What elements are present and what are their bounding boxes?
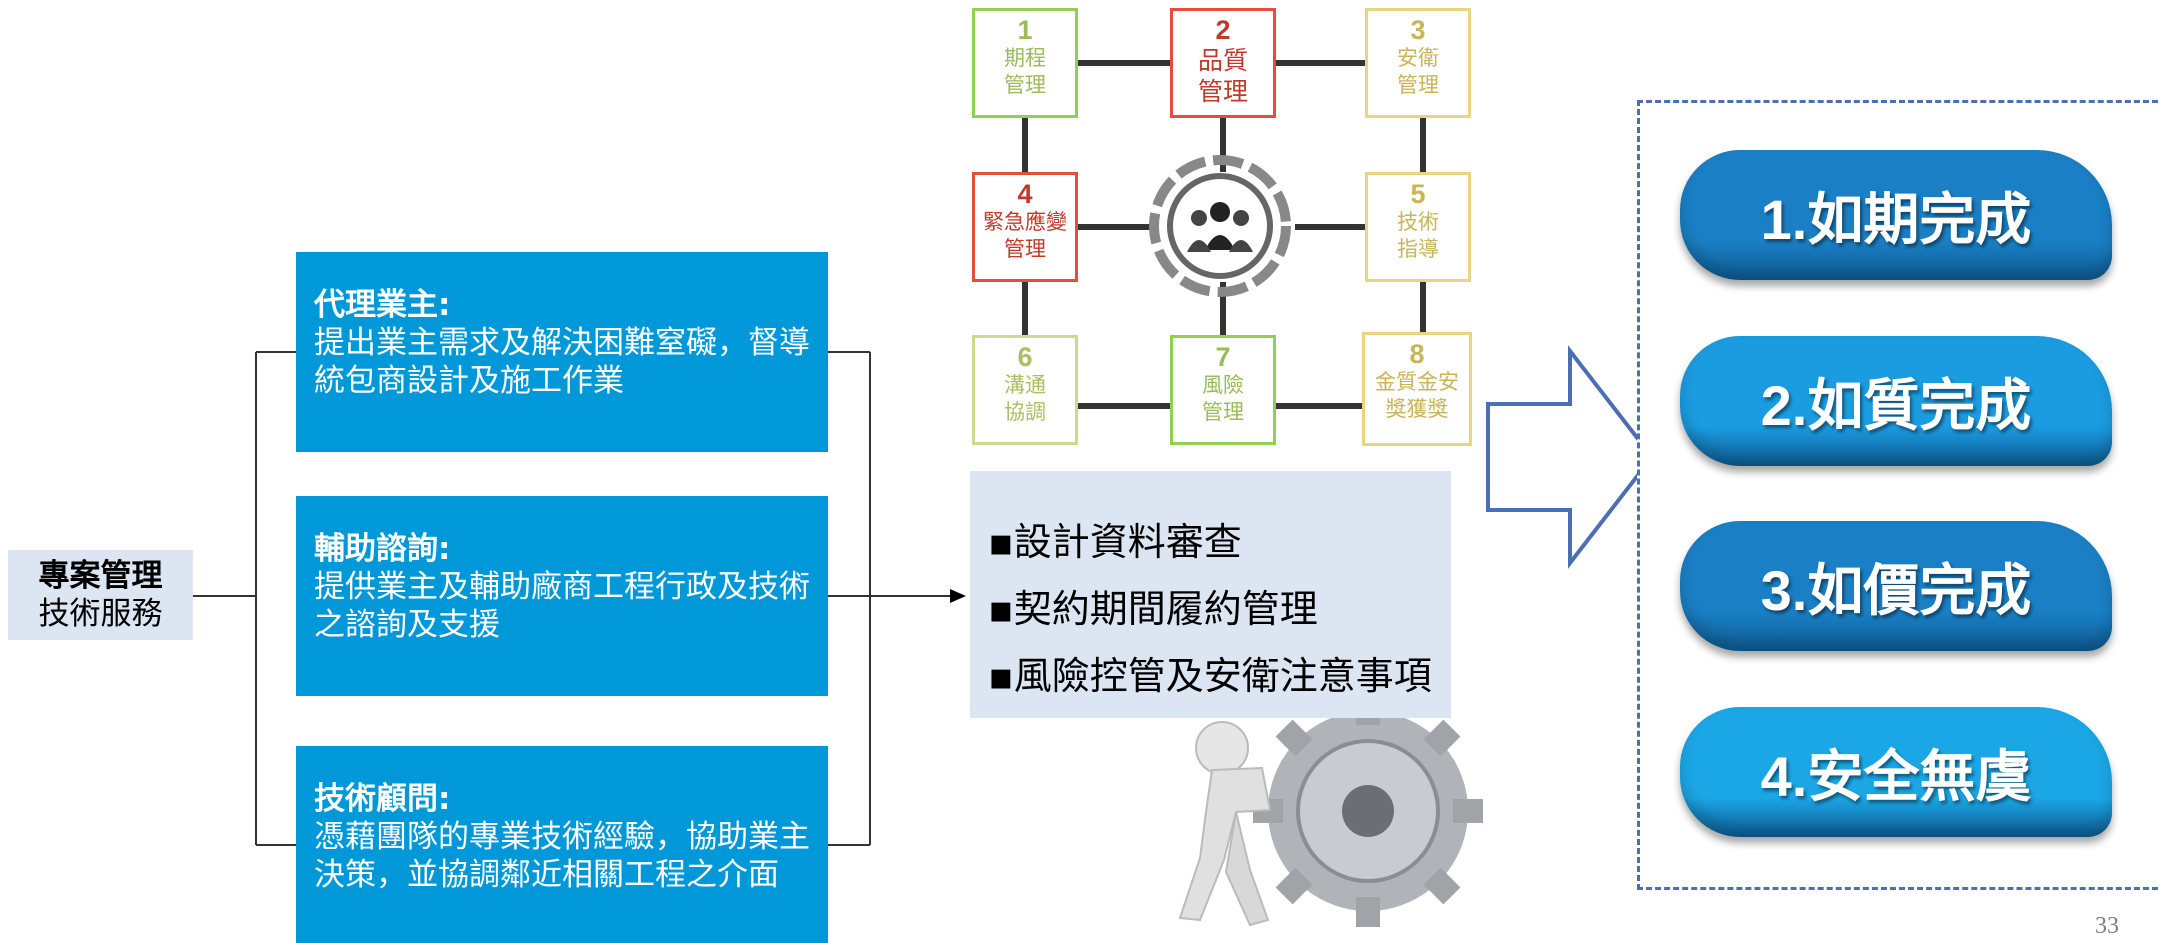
grid-label: 獎獲獎 xyxy=(1385,397,1449,421)
grid-label: 風險 xyxy=(1202,373,1244,397)
root-subtitle: 技術服務 xyxy=(38,596,163,632)
grid-num: 8 xyxy=(1409,339,1425,369)
grid-label: 技術 xyxy=(1397,210,1439,234)
service-item: ▪風險控管及安衛注意事項 xyxy=(988,654,1432,698)
grid-num: 6 xyxy=(1017,342,1033,372)
result-on-budget: 3.如價完成 xyxy=(1680,521,2112,651)
grid-box-4: 4 緊急應變 管理 xyxy=(972,172,1078,282)
grid-label: 品質 xyxy=(1197,46,1248,75)
service-item: ▪設計資料審查 xyxy=(988,520,1242,564)
grid-box-2: 2 品質 管理 xyxy=(1170,8,1276,118)
role-box-consult: 輔助諮詢: 提供業主及輔助廠商工程行政及技術之諮詢及支援 xyxy=(296,496,828,696)
grid-label: 管理 xyxy=(1397,73,1439,97)
grid-box-1: 1 期程 管理 xyxy=(972,8,1078,118)
grid-num: 7 xyxy=(1215,342,1231,372)
grid-num: 4 xyxy=(1017,179,1033,209)
grid-label: 期程 xyxy=(1004,46,1046,70)
result-on-schedule: 1.如期完成 xyxy=(1680,150,2112,280)
grid-label: 協調 xyxy=(1004,400,1046,424)
role-title: 技術顧問: xyxy=(314,781,451,817)
grid-box-8: 8 金質金安 獎獲獎 xyxy=(1362,332,1472,446)
role-title: 代理業主: xyxy=(314,287,451,323)
grid-num: 3 xyxy=(1410,15,1426,45)
role-desc: 憑藉團隊的專業技術經驗，協助業主決策，並協調鄰近相關工程之介面 xyxy=(314,819,810,893)
page-number: 33 xyxy=(2095,913,2119,939)
grid-label: 緊急應變 xyxy=(983,210,1067,234)
grid-label: 管理 xyxy=(1197,77,1248,106)
role-desc: 提出業主需求及解決困難窒礙，督導統包商設計及施工作業 xyxy=(314,325,810,399)
role-title: 輔助諮詢: xyxy=(314,531,451,567)
person-pushing-gear-icon xyxy=(1178,695,1483,927)
service-item: ▪契約期間履約管理 xyxy=(988,587,1318,631)
team-people-icon xyxy=(1149,155,1291,297)
grid-label: 管理 xyxy=(1004,237,1046,261)
service-items-box: ▪設計資料審查 ▪契約期間履約管理 ▪風險控管及安衛注意事項 xyxy=(970,471,1451,718)
grid-num: 2 xyxy=(1215,15,1231,45)
role-desc: 提供業主及輔助廠商工程行政及技術之諮詢及支援 xyxy=(314,569,810,643)
role-box-advisor: 技術顧問: 憑藉團隊的專業技術經驗，協助業主決策，並協調鄰近相關工程之介面 xyxy=(296,746,828,943)
grid-label: 指導 xyxy=(1397,237,1439,261)
role-box-agent: 代理業主: 提出業主需求及解決困難窒礙，督導統包商設計及施工作業 xyxy=(296,252,828,452)
grid-box-6: 6 溝通 協調 xyxy=(972,335,1078,445)
grid-num: 5 xyxy=(1410,179,1426,209)
grid-label: 管理 xyxy=(1202,400,1244,424)
arrowhead-to-bullets xyxy=(950,589,966,603)
root-box: 專案管理 技術服務 xyxy=(8,550,193,640)
grid-box-3: 3 安衛 管理 xyxy=(1365,8,1471,118)
grid-label: 金質金安 xyxy=(1375,370,1459,394)
grid-box-5: 5 技術 指導 xyxy=(1365,172,1471,282)
result-on-quality: 2.如質完成 xyxy=(1680,336,2112,466)
big-right-arrow xyxy=(1486,345,1655,569)
grid-num: 1 xyxy=(1017,15,1033,45)
result-safety: 4.安全無虞 xyxy=(1680,707,2112,837)
grid-label: 溝通 xyxy=(1004,373,1046,397)
grid-label: 安衛 xyxy=(1397,46,1439,70)
root-title: 專案管理 xyxy=(38,558,163,594)
grid-box-7: 7 風險 管理 xyxy=(1170,335,1276,445)
grid-label: 管理 xyxy=(1004,73,1046,97)
